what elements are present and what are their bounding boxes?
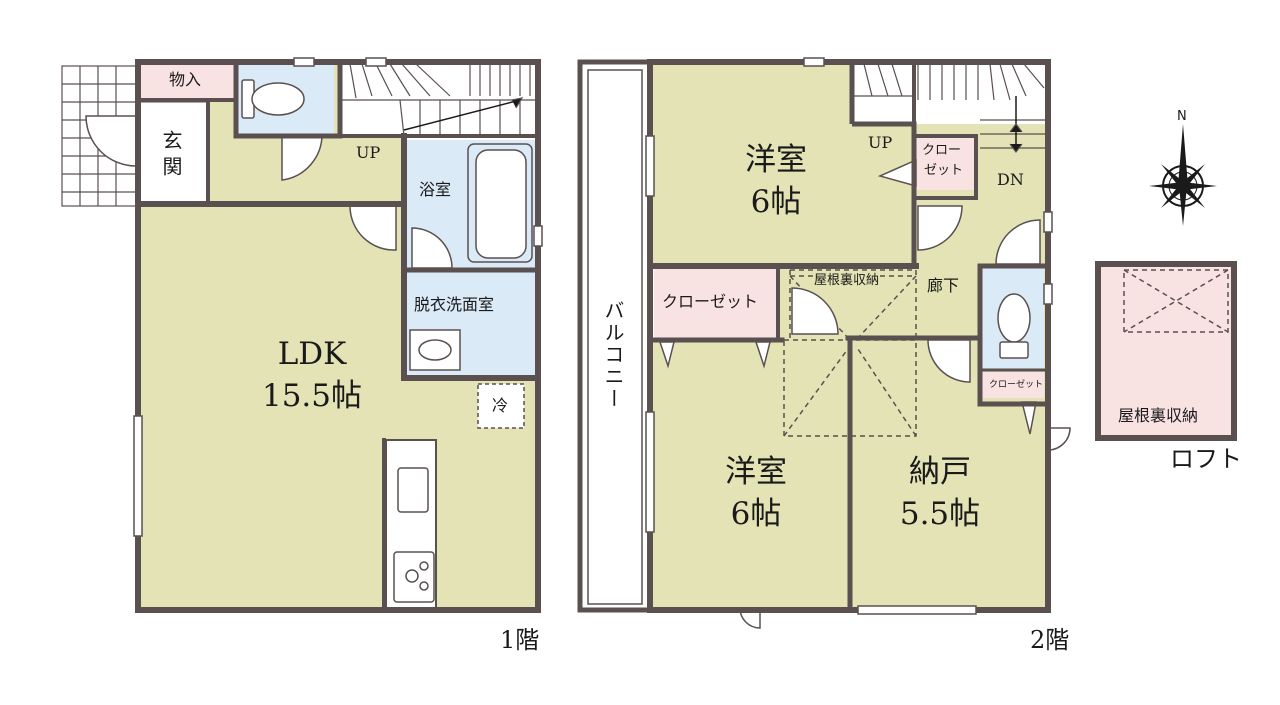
ldk-size: 15.5帖 bbox=[261, 378, 363, 414]
loft-room bbox=[1095, 261, 1237, 441]
windows-2f bbox=[645, 57, 1053, 615]
loft bbox=[1095, 261, 1237, 441]
western-room-2 bbox=[652, 340, 850, 608]
entrance-label: 玄関 bbox=[159, 130, 183, 182]
bathtub bbox=[467, 143, 533, 263]
western2-name: 洋室 bbox=[725, 454, 787, 490]
storage-room bbox=[140, 64, 234, 100]
balcony-label: バルコニー bbox=[601, 300, 625, 410]
fridge-space bbox=[477, 383, 525, 429]
closet-small-room bbox=[916, 138, 974, 190]
closet-tiny-room bbox=[982, 372, 1044, 398]
bath-label: 浴室 bbox=[419, 180, 452, 199]
western1-name: 洋室 bbox=[745, 142, 807, 178]
compass-icon bbox=[1149, 124, 1217, 226]
closet-small-label-1: クロー bbox=[922, 143, 962, 158]
floor-2-label: 2階 bbox=[1030, 626, 1070, 654]
stair-area-2f bbox=[852, 64, 1046, 124]
western2-size: 6帖 bbox=[730, 496, 782, 532]
storage-label: 物入 bbox=[169, 70, 202, 89]
toilet-fixture-1f bbox=[241, 79, 305, 119]
closet-tiny-label: クローゼット bbox=[989, 380, 1044, 390]
toilet-fixture-2f bbox=[997, 293, 1031, 359]
floor-1-label: 1階 bbox=[500, 626, 540, 654]
stairs-down-label: DN bbox=[997, 170, 1024, 189]
entrance-door-swing bbox=[85, 115, 137, 167]
compass-north-label: N bbox=[1177, 109, 1187, 124]
stairs-1f bbox=[342, 63, 536, 138]
door-swings-1f bbox=[281, 133, 453, 269]
kitchen-sink bbox=[397, 467, 429, 513]
closet-main-label: クローゼット bbox=[662, 292, 759, 311]
stairs-up-label-1f: UP bbox=[356, 143, 381, 162]
walls-2f bbox=[647, 59, 1051, 613]
western1-size: 6帖 bbox=[750, 184, 802, 220]
ldk-name: LDK bbox=[277, 336, 347, 372]
closet-small-label-2: ゼット bbox=[924, 163, 964, 178]
floor-2 bbox=[577, 57, 1071, 629]
stairs-up-label-2f: UP bbox=[868, 133, 893, 152]
closet-main-room bbox=[654, 268, 778, 340]
roof-storage-label-2f: 屋根裏収納 bbox=[814, 273, 880, 288]
hallway-label: 廊下 bbox=[927, 276, 960, 295]
loft-storage-label: 屋根裏収納 bbox=[1118, 406, 1199, 425]
loft-label: ロフト bbox=[1170, 445, 1242, 473]
washroom-label: 脱衣洗面室 bbox=[414, 295, 495, 314]
washbasin bbox=[409, 329, 461, 371]
windows-1f bbox=[133, 57, 543, 537]
storeroom-size: 5.5帖 bbox=[899, 496, 981, 532]
stairs-2f bbox=[854, 63, 1046, 153]
walls-1f bbox=[135, 59, 541, 613]
stove bbox=[393, 551, 435, 603]
fridge-label: 冷 bbox=[492, 396, 509, 415]
floor-1 bbox=[61, 57, 543, 613]
storeroom-name: 納戸 bbox=[909, 454, 971, 490]
